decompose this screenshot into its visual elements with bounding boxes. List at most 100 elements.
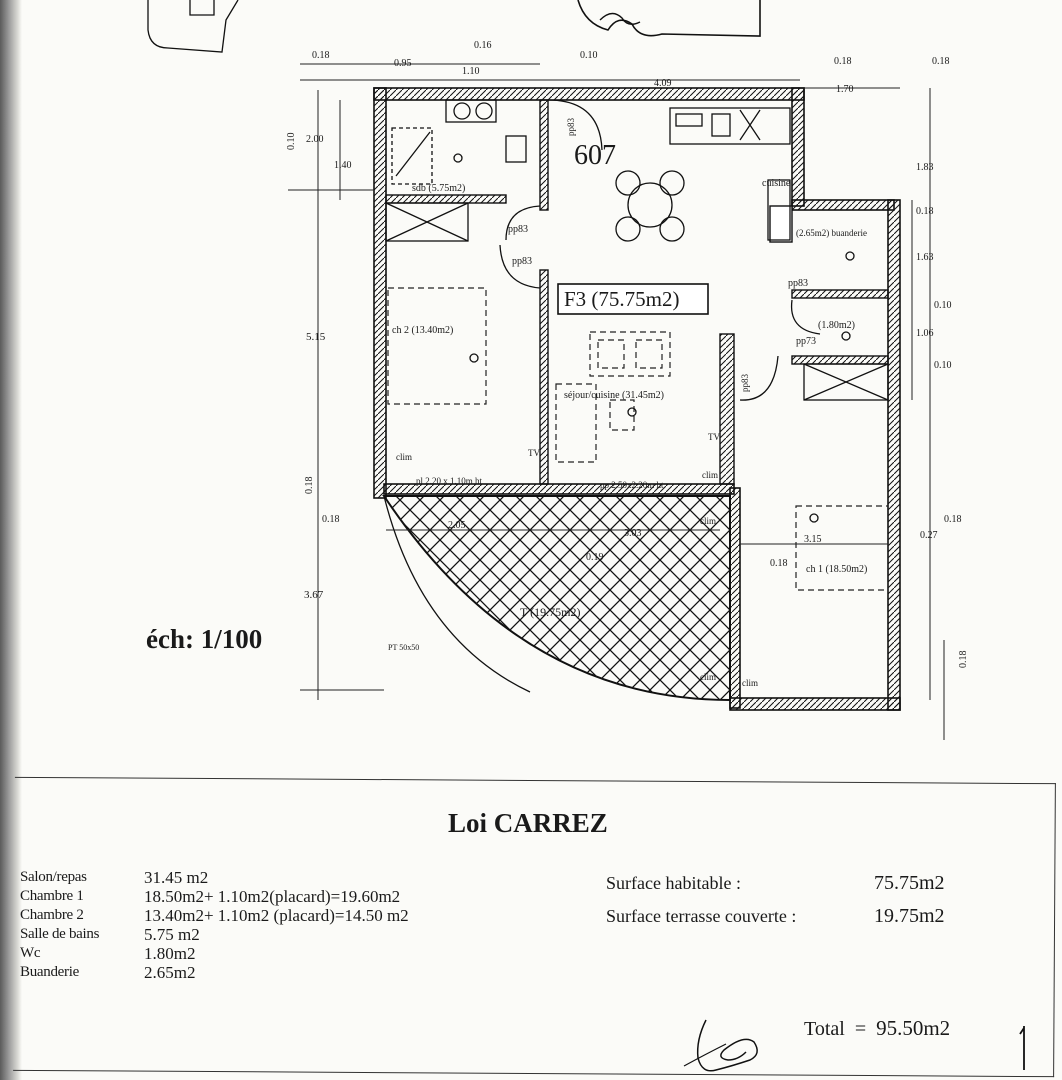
list-item: Buanderie 2.65m2	[20, 963, 409, 982]
apartment-label-box	[557, 283, 709, 315]
carrez-summary: Surface habitable : 75.75m2 Surface terr…	[606, 872, 945, 938]
list-item: Salon/repas 31.45 m2	[20, 868, 409, 887]
door-label-6: pp83	[740, 374, 750, 393]
door-label-2: pp83	[512, 256, 532, 267]
apartment-label: F3 (75.75m2)	[564, 287, 680, 311]
dimension-lines	[288, 63, 945, 740]
total-value: 95.50m2	[876, 1016, 951, 1040]
room-name: Wc	[20, 945, 41, 961]
room-wc: (1.80m2)	[818, 320, 855, 331]
room-sdb: sdb (5.75m2)	[412, 183, 465, 194]
carrez-room-list: Salon/repas 31.45 m2 Chambre 1 18.50m2+ …	[20, 868, 409, 982]
bathroom-fixtures	[391, 99, 527, 185]
clim-label-2: clim	[700, 516, 716, 526]
neighbour-sketch	[147, 0, 239, 53]
dim-top-5: 0.10	[580, 50, 598, 61]
dim-left-5: 0.18	[304, 477, 315, 495]
dim-top-8: 1.70	[836, 84, 854, 95]
signature-top	[577, 0, 761, 37]
closet-ch2	[385, 202, 469, 242]
dim-top-3: 1.10	[462, 66, 480, 77]
pt-label: PT 50x50	[388, 643, 419, 652]
carrez-total: Total = 95.50m2	[804, 1016, 950, 1041]
door-label-4: pp83	[566, 118, 576, 137]
dim-left-7: 3.67	[304, 589, 324, 601]
terrace-hatch	[382, 495, 731, 702]
ceiling-light-icons	[453, 153, 855, 523]
dim-right-5: 1.06	[916, 328, 934, 339]
dim-left-4: 5.15	[306, 331, 326, 343]
scan-shadow-edge	[0, 0, 22, 1080]
dim-right-2: 0.18	[916, 206, 934, 217]
room-name: Chambre 2	[20, 907, 84, 923]
closet-ch1	[803, 363, 889, 401]
dim-right-9: 0.18	[958, 651, 969, 669]
kitchen-counter	[669, 107, 791, 241]
room-area: 2.65m2	[144, 963, 196, 982]
dim-terrace-4: 0.18	[770, 558, 788, 569]
dim-top-4: 0.16	[474, 40, 492, 51]
terrace-curve	[383, 495, 531, 693]
door-label-1: pp83	[508, 224, 528, 235]
total-equals: =	[854, 1018, 867, 1040]
dim-left-6: 0.18	[322, 514, 340, 525]
floor-plan: 607 F3 (75.75m2) sdb (5.75m2) ch 2 (13.4…	[147, 0, 969, 740]
room-name: Chambre 1	[20, 888, 84, 904]
summary-value: 75.75m2	[874, 872, 945, 894]
list-item: Salle de bains 5.75 m2	[20, 925, 409, 944]
dim-right-8: 0.27	[920, 530, 938, 541]
dim-left-3: 1.40	[334, 160, 352, 171]
room-area: 18.50m2+ 1.10m2(placard)=19.60m2	[144, 887, 401, 906]
tv-label-2: TV	[708, 432, 720, 442]
room-name: Salon/repas	[20, 869, 87, 885]
room-terrasse: T (19.75m2)	[520, 605, 580, 619]
dim-right-7: 0.18	[944, 514, 962, 525]
door-label-3: pp83	[788, 278, 808, 289]
room-area: 13.40m2+ 1.10m2 (placard)=14.50 m2	[144, 906, 409, 925]
dim-left-1: 0.10	[286, 133, 297, 151]
outer-walls	[373, 87, 901, 711]
summary-row-habitable: Surface habitable : 75.75m2	[606, 872, 945, 905]
summary-label: Surface habitable :	[606, 873, 741, 893]
carrez-title: Loi CARREZ	[448, 808, 608, 838]
room-area: 5.75 m2	[144, 925, 200, 944]
total-label: Total	[804, 1018, 845, 1040]
tv-label-1: TV	[528, 448, 540, 458]
signature-bottom	[683, 1019, 758, 1072]
dim-top-7: 0.18	[834, 56, 852, 67]
dim-top-2: 0.95	[394, 58, 412, 69]
dim-terrace-5: 0.19	[586, 552, 604, 563]
dim-terrace-3: 3.15	[804, 534, 822, 545]
door-label-5: pp73	[796, 336, 816, 347]
room-buanderie: (2.65m2) buanderie	[796, 228, 867, 238]
dim-right-1: 1.83	[916, 162, 934, 173]
dim-top-9: 0.18	[932, 56, 950, 67]
clim-label-3: clim	[700, 672, 716, 682]
room-cuisine: cuisine	[762, 178, 791, 189]
room-ch2: ch 2 (13.40m2)	[392, 325, 453, 336]
room-area: 31.45 m2	[144, 868, 209, 887]
dining-table	[615, 170, 685, 242]
summary-label: Surface terrasse couverte :	[606, 906, 797, 926]
closet-sejour-label: pp 2.50x2.20m ht	[600, 480, 664, 490]
plan-scale: éch: 1/100	[146, 624, 263, 654]
summary-value: 19.75m2	[874, 905, 945, 927]
closet-ch2-label: pl 2.20 x 1.10m ht	[416, 476, 483, 486]
list-item: Wc 1.80m2	[20, 944, 409, 963]
living-furniture	[387, 287, 889, 591]
room-sejour: séjour/cuisine (31.45m2)	[564, 390, 664, 401]
dim-right-4: 0.10	[934, 300, 952, 311]
dim-top-6: 4.09	[654, 78, 672, 89]
list-item: Chambre 1 18.50m2+ 1.10m2(placard)=19.60…	[20, 887, 409, 906]
apartment-number: 607	[574, 140, 616, 171]
dim-terrace-2: 3.03	[624, 528, 642, 539]
room-name: Salle de bains	[20, 926, 100, 942]
dim-right-6: 0.10	[934, 360, 952, 371]
clim-label-5: clim	[396, 452, 412, 462]
dim-top-1: 0.18	[312, 50, 330, 61]
room-area: 1.80m2	[144, 944, 196, 963]
dim-terrace-1: 2.05	[448, 520, 466, 531]
clim-label-4: clim	[742, 678, 758, 688]
dim-right-3: 1.63	[916, 252, 934, 263]
margin-mark	[1019, 1026, 1025, 1070]
